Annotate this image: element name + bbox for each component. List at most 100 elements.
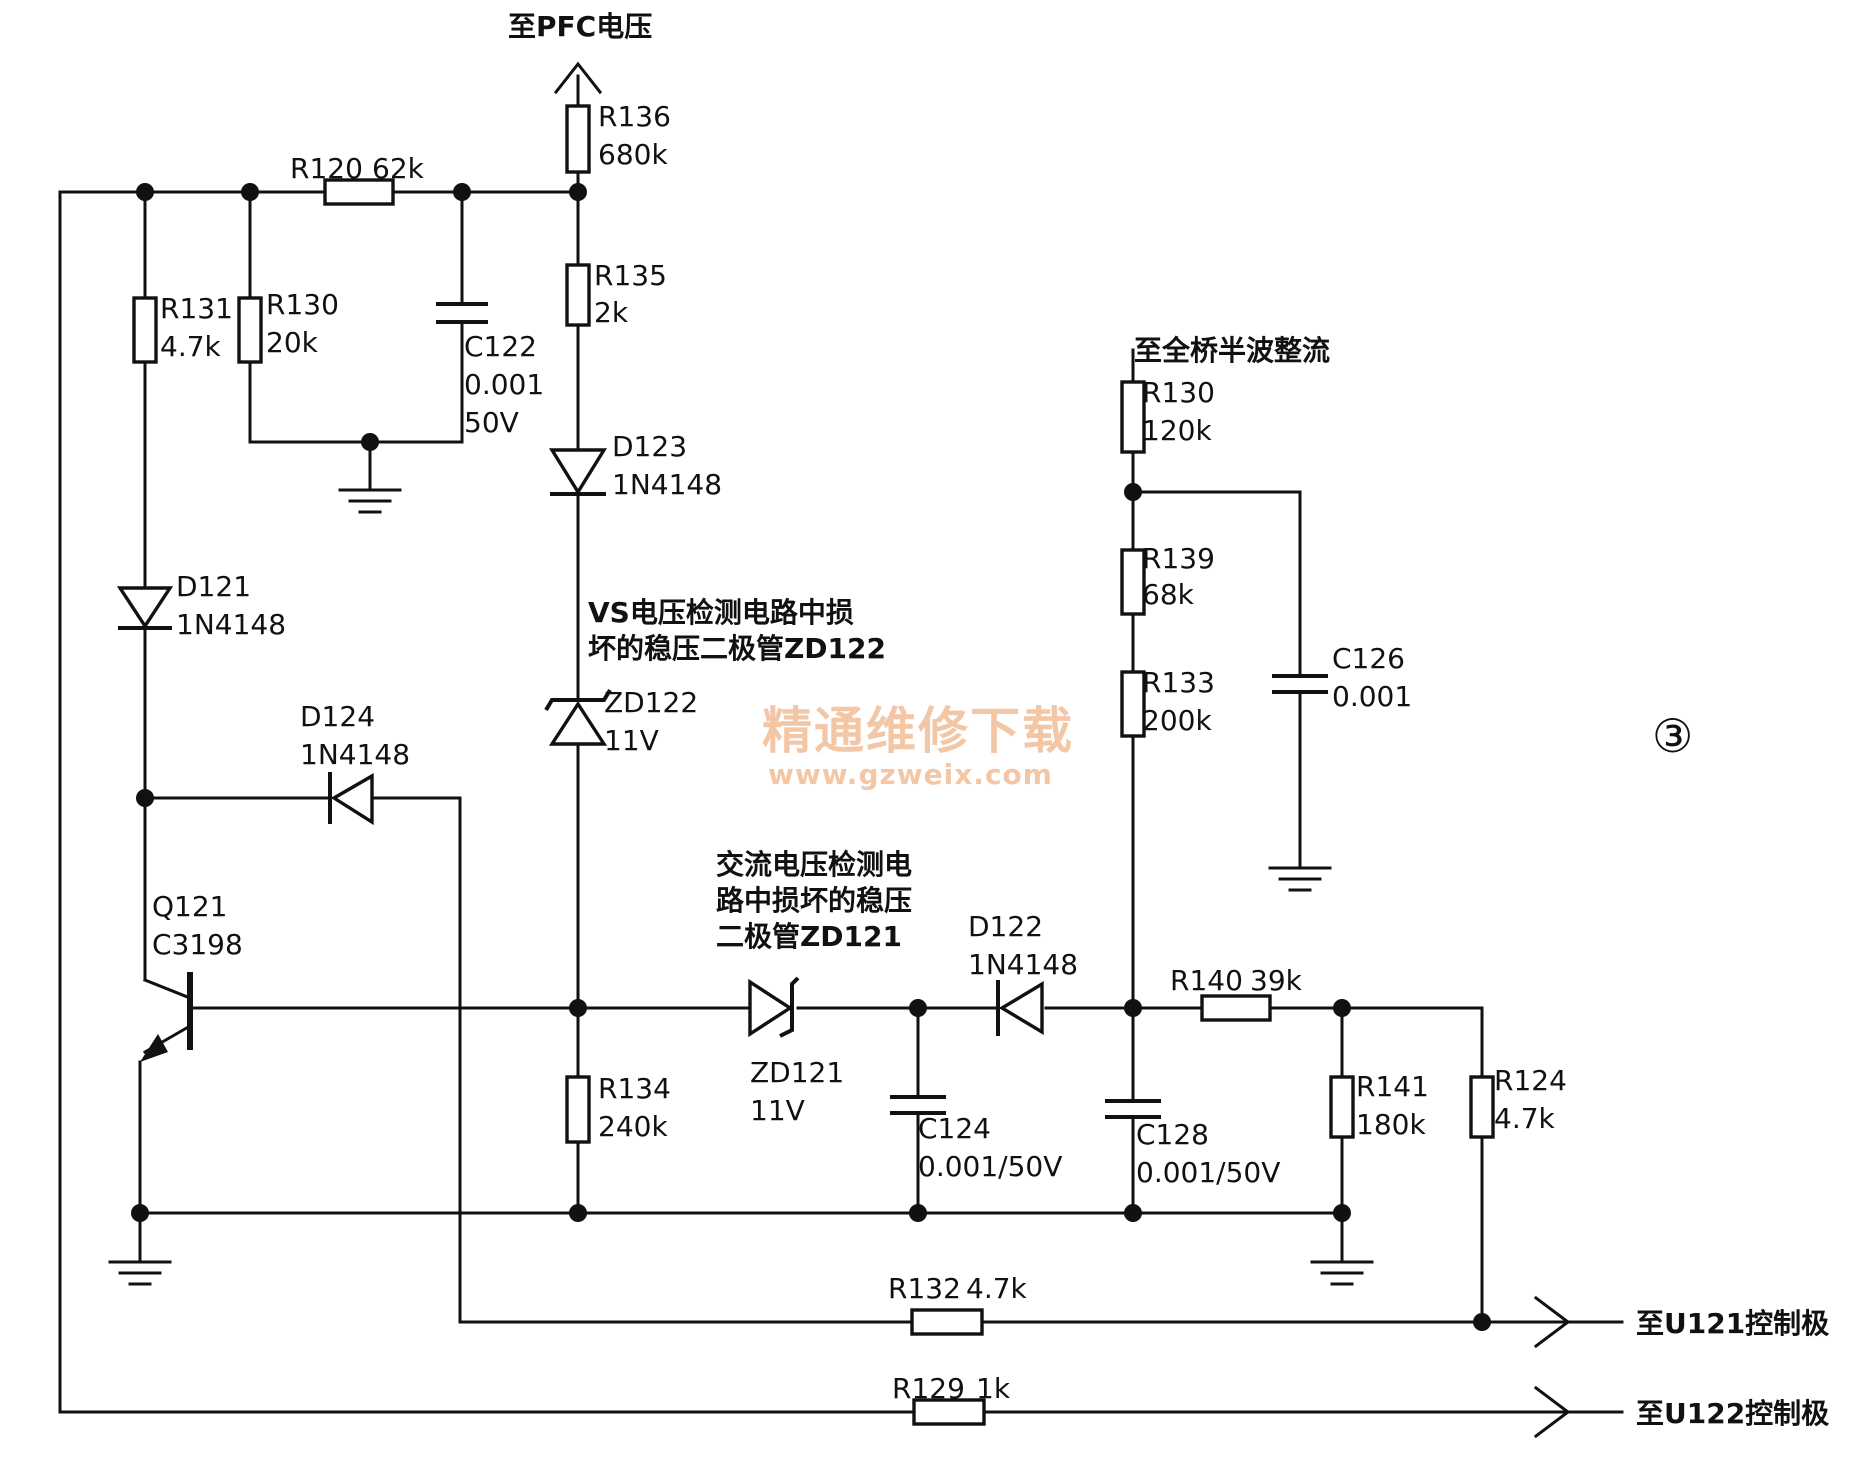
zd121-symbol <box>746 976 800 1038</box>
note-vs-line2: 坏的稳压二极管ZD122 <box>588 632 886 665</box>
zd122-symbol <box>544 688 612 746</box>
q121-transistor <box>140 972 193 1062</box>
c126-ref: C126 <box>1332 642 1405 675</box>
d121-symbol <box>116 586 174 630</box>
r120-body <box>323 178 395 206</box>
arrows <box>553 61 1571 1439</box>
r133-value: 200k <box>1142 704 1212 737</box>
wires <box>58 74 1624 1414</box>
r132-body <box>910 1308 984 1336</box>
figure-number: ③ <box>1652 709 1693 763</box>
r135-value: 2k <box>594 296 629 329</box>
component-labels: R120 62k R136 680k R135 2k R131 4.7k R13… <box>152 100 1567 1405</box>
r139-body <box>1120 548 1146 616</box>
diodes <box>116 448 1044 1038</box>
arrow-up-pfc <box>553 61 603 95</box>
watermark-title: 精通维修下载 <box>762 701 1074 760</box>
r134-ref: R134 <box>598 1072 671 1105</box>
note-to-pfc: 至PFC电压 <box>508 10 652 43</box>
d121-value: 1N4148 <box>176 608 286 641</box>
r120-value: 62k <box>372 152 425 185</box>
watermark: 精通维修下载 www.gzweix.com <box>762 701 1074 791</box>
zd121-value: 11V <box>750 1094 805 1127</box>
arrow-u121 <box>1533 1295 1571 1349</box>
zd121-ref: ZD121 <box>750 1056 844 1089</box>
resistors <box>132 104 1495 1426</box>
q121-ref: Q121 <box>152 890 227 923</box>
r129-value: 1k <box>976 1372 1011 1405</box>
r141-ref: R141 <box>1356 1070 1429 1103</box>
r130a-body <box>237 296 263 364</box>
r120-ref: R120 <box>290 152 363 185</box>
r131-ref: R131 <box>160 292 233 325</box>
ground-symbols <box>108 488 1374 1286</box>
r124-ref: R124 <box>1494 1064 1567 1097</box>
note-ac-line3: 二极管ZD121 <box>716 920 902 953</box>
c126-symbol <box>1272 674 1328 694</box>
d122-value: 1N4148 <box>968 948 1078 981</box>
c122-ref: C122 <box>464 330 537 363</box>
note-to-u122: 至U122控制极 <box>1636 1397 1829 1430</box>
note-ac-line1: 交流电压检测电 <box>716 848 912 881</box>
annotations: 至PFC电压 至全桥半波整流 VS电压检测电路中损 坏的稳压二极管ZD122 交… <box>508 10 1829 1430</box>
r129-body <box>912 1398 986 1426</box>
c124-symbol <box>890 1095 946 1115</box>
d123-ref: D123 <box>612 430 687 463</box>
c128-symbol <box>1105 1099 1161 1119</box>
note-to-bridge: 至全桥半波整流 <box>1134 334 1330 367</box>
ground-c122 <box>338 488 402 514</box>
note-vs-line1: VS电压检测电路中损 <box>588 596 854 629</box>
zd122-ref: ZD122 <box>604 686 698 719</box>
d124-symbol <box>328 772 374 826</box>
c122-voltage: 50V <box>464 406 519 439</box>
c128-value: 0.001/50V <box>1136 1156 1280 1189</box>
r136-value: 680k <box>598 138 668 171</box>
arrow-u122 <box>1533 1385 1571 1439</box>
watermark-url: www.gzweix.com <box>768 758 1053 791</box>
ground-r141 <box>1310 1260 1374 1286</box>
d123-symbol <box>548 448 608 496</box>
d124-ref: D124 <box>300 700 375 733</box>
d124-value: 1N4148 <box>300 738 410 771</box>
r136-body <box>565 104 591 174</box>
note-ac-line2: 路中损坏的稳压 <box>716 884 912 917</box>
c124-value: 0.001/50V <box>918 1150 1062 1183</box>
r130a-value: 20k <box>266 326 319 359</box>
r135-body <box>565 263 591 327</box>
r140-value: 39k <box>1250 964 1303 997</box>
ground-q121 <box>108 1260 172 1286</box>
c124-ref: C124 <box>918 1112 991 1145</box>
c122-symbol <box>436 302 488 324</box>
r141-body <box>1329 1075 1355 1139</box>
c126-value: 0.001 <box>1332 680 1412 713</box>
r132-ref: R132 <box>888 1272 961 1305</box>
r141-value: 180k <box>1356 1108 1426 1141</box>
r124-value: 4.7k <box>1494 1102 1556 1135</box>
r130b-value: 120k <box>1142 414 1212 447</box>
r130b-body <box>1120 380 1146 454</box>
r134-value: 240k <box>598 1110 668 1143</box>
c128-ref: C128 <box>1136 1118 1209 1151</box>
d123-value: 1N4148 <box>612 468 722 501</box>
r140-ref: R140 <box>1170 964 1243 997</box>
r136-ref: R136 <box>598 100 671 133</box>
r124-body <box>1469 1075 1495 1139</box>
r133-body <box>1120 670 1146 738</box>
d122-ref: D122 <box>968 910 1043 943</box>
capacitors <box>436 302 1328 1119</box>
r131-value: 4.7k <box>160 330 222 363</box>
r135-ref: R135 <box>594 259 667 292</box>
d121-ref: D121 <box>176 570 251 603</box>
r130a-ref: R130 <box>266 288 339 321</box>
r131-body <box>132 296 158 364</box>
r134-body <box>565 1075 591 1144</box>
r130b-ref: R130 <box>1142 376 1215 409</box>
zd122-value: 11V <box>604 724 659 757</box>
q121-value: C3198 <box>152 928 243 961</box>
r140-body <box>1200 994 1272 1022</box>
junction-dots <box>131 183 1491 1331</box>
c122-value: 0.001 <box>464 368 544 401</box>
r132-value: 4.7k <box>966 1272 1028 1305</box>
r139-ref: R139 <box>1142 542 1215 575</box>
